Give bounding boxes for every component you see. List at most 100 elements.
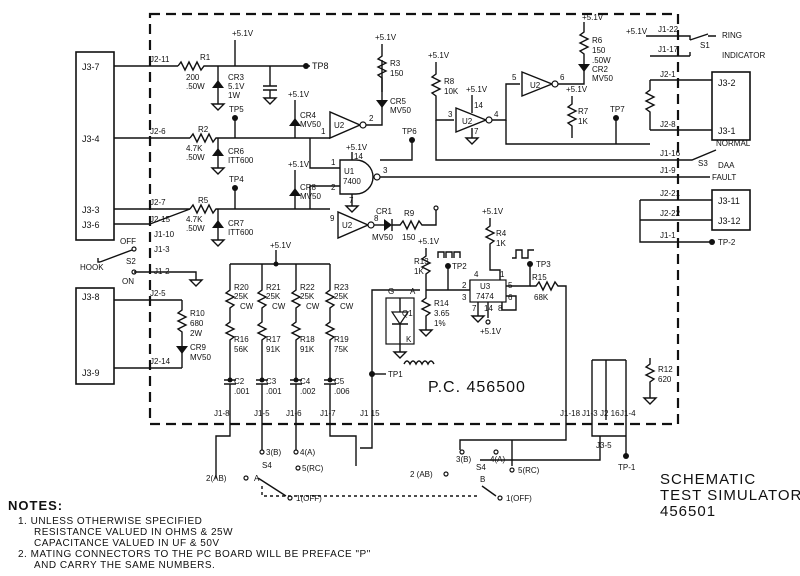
wire-u3-bottom [477,295,517,318]
label-cr8-val: MV50 [300,192,321,201]
label-r21-cw: CW [272,302,286,311]
label-r21-val: 25K [266,292,281,301]
label-cr7: CR7 [228,219,245,228]
resistor-r4 [484,218,501,280]
label-r19-val: 75K [334,345,349,354]
label-j3-5: J3-5 [596,441,612,450]
s4-right-c5rc [509,467,515,473]
tp1b-dot [623,453,629,459]
label-r19: R19 [334,335,349,344]
label-r14-val2: 1% [434,319,446,328]
label-r14-val1: 3.65 [434,309,450,318]
diode-cr2 [578,64,590,72]
label-s4b-4a: 4(A) [490,455,505,464]
label-u2-top: U2 [334,121,345,130]
label-s4-pole-a: A [254,474,260,483]
tp8-dot [303,63,309,69]
label-r8-val: 10K [444,87,459,96]
gate-u2-mid [455,106,488,134]
label-c3-val: .001 [266,387,282,396]
label-cr6-val: ITT600 [228,156,254,165]
label-s4b: S4 [476,463,486,472]
label-r4: R4 [496,229,507,238]
resistor-r10 [176,300,188,368]
label-tp3: TP3 [536,260,551,269]
pin-u3-8: 8 [498,304,503,313]
label-r20-cw: CW [240,302,254,311]
label-s2: S2 [126,257,136,266]
tp3-dot [527,261,533,267]
label-q1-k: K [406,335,412,344]
note-2b: AND CARRY THE SAME NUMBERS. [34,560,215,571]
ground-cr3 [210,103,226,111]
pin-j1-10: J1-10 [154,230,175,239]
tp6-dot [409,137,415,143]
s4-link [261,486,480,497]
label-r23-cw: CW [340,302,354,311]
tp2b-dot [709,239,715,245]
ground-cap-top [262,97,278,105]
wire-j2-15-joint [149,208,191,225]
gate-u2-mid-bubble [485,116,493,124]
s4-left-arm [257,477,287,497]
resistor-r2 [189,132,330,144]
label-r16: R16 [234,335,249,344]
pin-u2-mid-14: 14 [474,101,483,110]
label-r10-val2: 2W [190,329,202,338]
pin-j1-6: J1-6 [286,409,302,418]
wire-j3-5 [591,420,627,454]
notes-heading: NOTES: [8,498,63,513]
label-j3-9: J3-9 [82,368,100,378]
label-j3-3: J3-3 [82,205,100,215]
rc-node-2 [259,377,265,383]
label-r18: R18 [300,335,315,344]
supply-label-2: +5.1V [288,90,310,99]
label-u3: U3 [480,282,491,291]
label-r8: R8 [444,77,455,86]
diode-cr3 [212,80,224,88]
label-j3-6: J3-6 [82,220,100,230]
diode-cr4 [289,118,301,126]
label-q1: Q1 [402,309,413,318]
label-r5-val2: .50W [186,224,205,233]
label-r13-val: 1K [414,267,424,276]
ground-cr7 [210,239,226,247]
ground-cr6 [210,167,226,175]
label-r12-val: 620 [658,375,672,384]
label-j3-11: J3-11 [718,196,740,206]
label-cr5-val: MV50 [390,106,411,115]
pin-u2-bottom-9: 9 [330,214,335,223]
resistor-r3 [376,44,388,92]
label-u3-val: 7474 [476,292,494,301]
label-tp1: TP1 [388,370,403,379]
wire-j1-16 [650,149,717,161]
capacitor-top [263,66,277,98]
pin-j2-14: J2-14 [150,357,171,366]
label-r1: R1 [200,53,211,62]
label-q1-g: G [388,287,394,296]
label-c3: C3 [266,377,277,386]
supply-label-10: +5.1V [626,27,648,36]
wire-j1-1 [639,200,712,243]
wire-right-bus [565,359,627,430]
resistor-r8 [430,62,454,121]
label-cr3-val2: 1W [228,91,240,100]
label-r6-val2: .50W [592,56,611,65]
label-r23-val: 25K [334,292,349,301]
supply-label-14: +5.1V [482,207,504,216]
rc-node-3 [293,377,299,383]
pin-j1-5: J1-5 [254,409,270,418]
label-u1: U1 [344,167,355,176]
label-cr6: CR6 [228,147,245,156]
label-r16-val: 56K [234,345,249,354]
pin-j1-18: J1-18 [560,409,581,418]
waveform-tp3 [512,249,534,259]
pin-u1-1: 1 [331,158,336,167]
pin-j1-22: J1-22 [658,25,679,34]
label-tp6: TP6 [402,127,417,136]
supply-label-4: +5.1V [375,33,397,42]
supply-label-9: +5.1V [566,85,588,94]
pin-j2-22: J2-22 [660,209,681,218]
note-1c: CAPACITANCE VALUED IN UF & 50V [34,538,220,549]
label-c5: C5 [334,377,345,386]
